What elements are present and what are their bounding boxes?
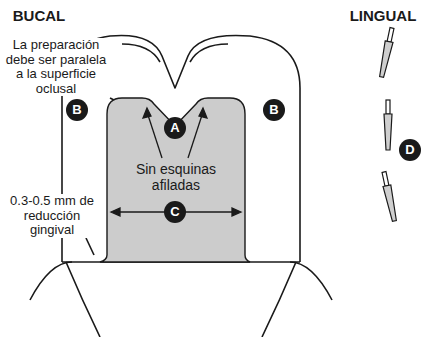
callout-letter: B	[66, 99, 88, 121]
callout-disc	[164, 201, 186, 223]
note-text: Sin esquinas afiladas	[122, 162, 230, 193]
callout-disc	[263, 99, 285, 121]
callout-circle: D	[399, 139, 421, 161]
callout-circle: C	[164, 201, 186, 223]
callout-letter: D	[399, 139, 421, 161]
diamond-burs	[378, 27, 399, 222]
callout-letter: B	[263, 99, 285, 121]
arrows	[111, 108, 241, 216]
callout-circle: A	[164, 117, 186, 139]
callout-disc	[399, 139, 421, 161]
root-outline	[66, 262, 296, 337]
callout-circle: B	[66, 99, 88, 121]
note-label: La preparación debe ser paralela a la su…	[4, 38, 108, 96]
side-label: BUCAL	[8, 8, 70, 25]
preparation-outline	[100, 98, 250, 262]
occlusal-fissure	[122, 44, 228, 62]
callout-circle: B	[263, 99, 285, 121]
leader-line	[86, 238, 94, 255]
gingiva	[30, 262, 332, 300]
callout-letter: A	[164, 117, 186, 139]
callout-disc	[164, 117, 186, 139]
dimension-label: 0.3-0.5 mm de reducción gingival	[4, 194, 100, 238]
callout-letter: C	[164, 201, 186, 223]
side-label: LINGUAL	[338, 8, 428, 25]
callout-disc	[66, 99, 88, 121]
